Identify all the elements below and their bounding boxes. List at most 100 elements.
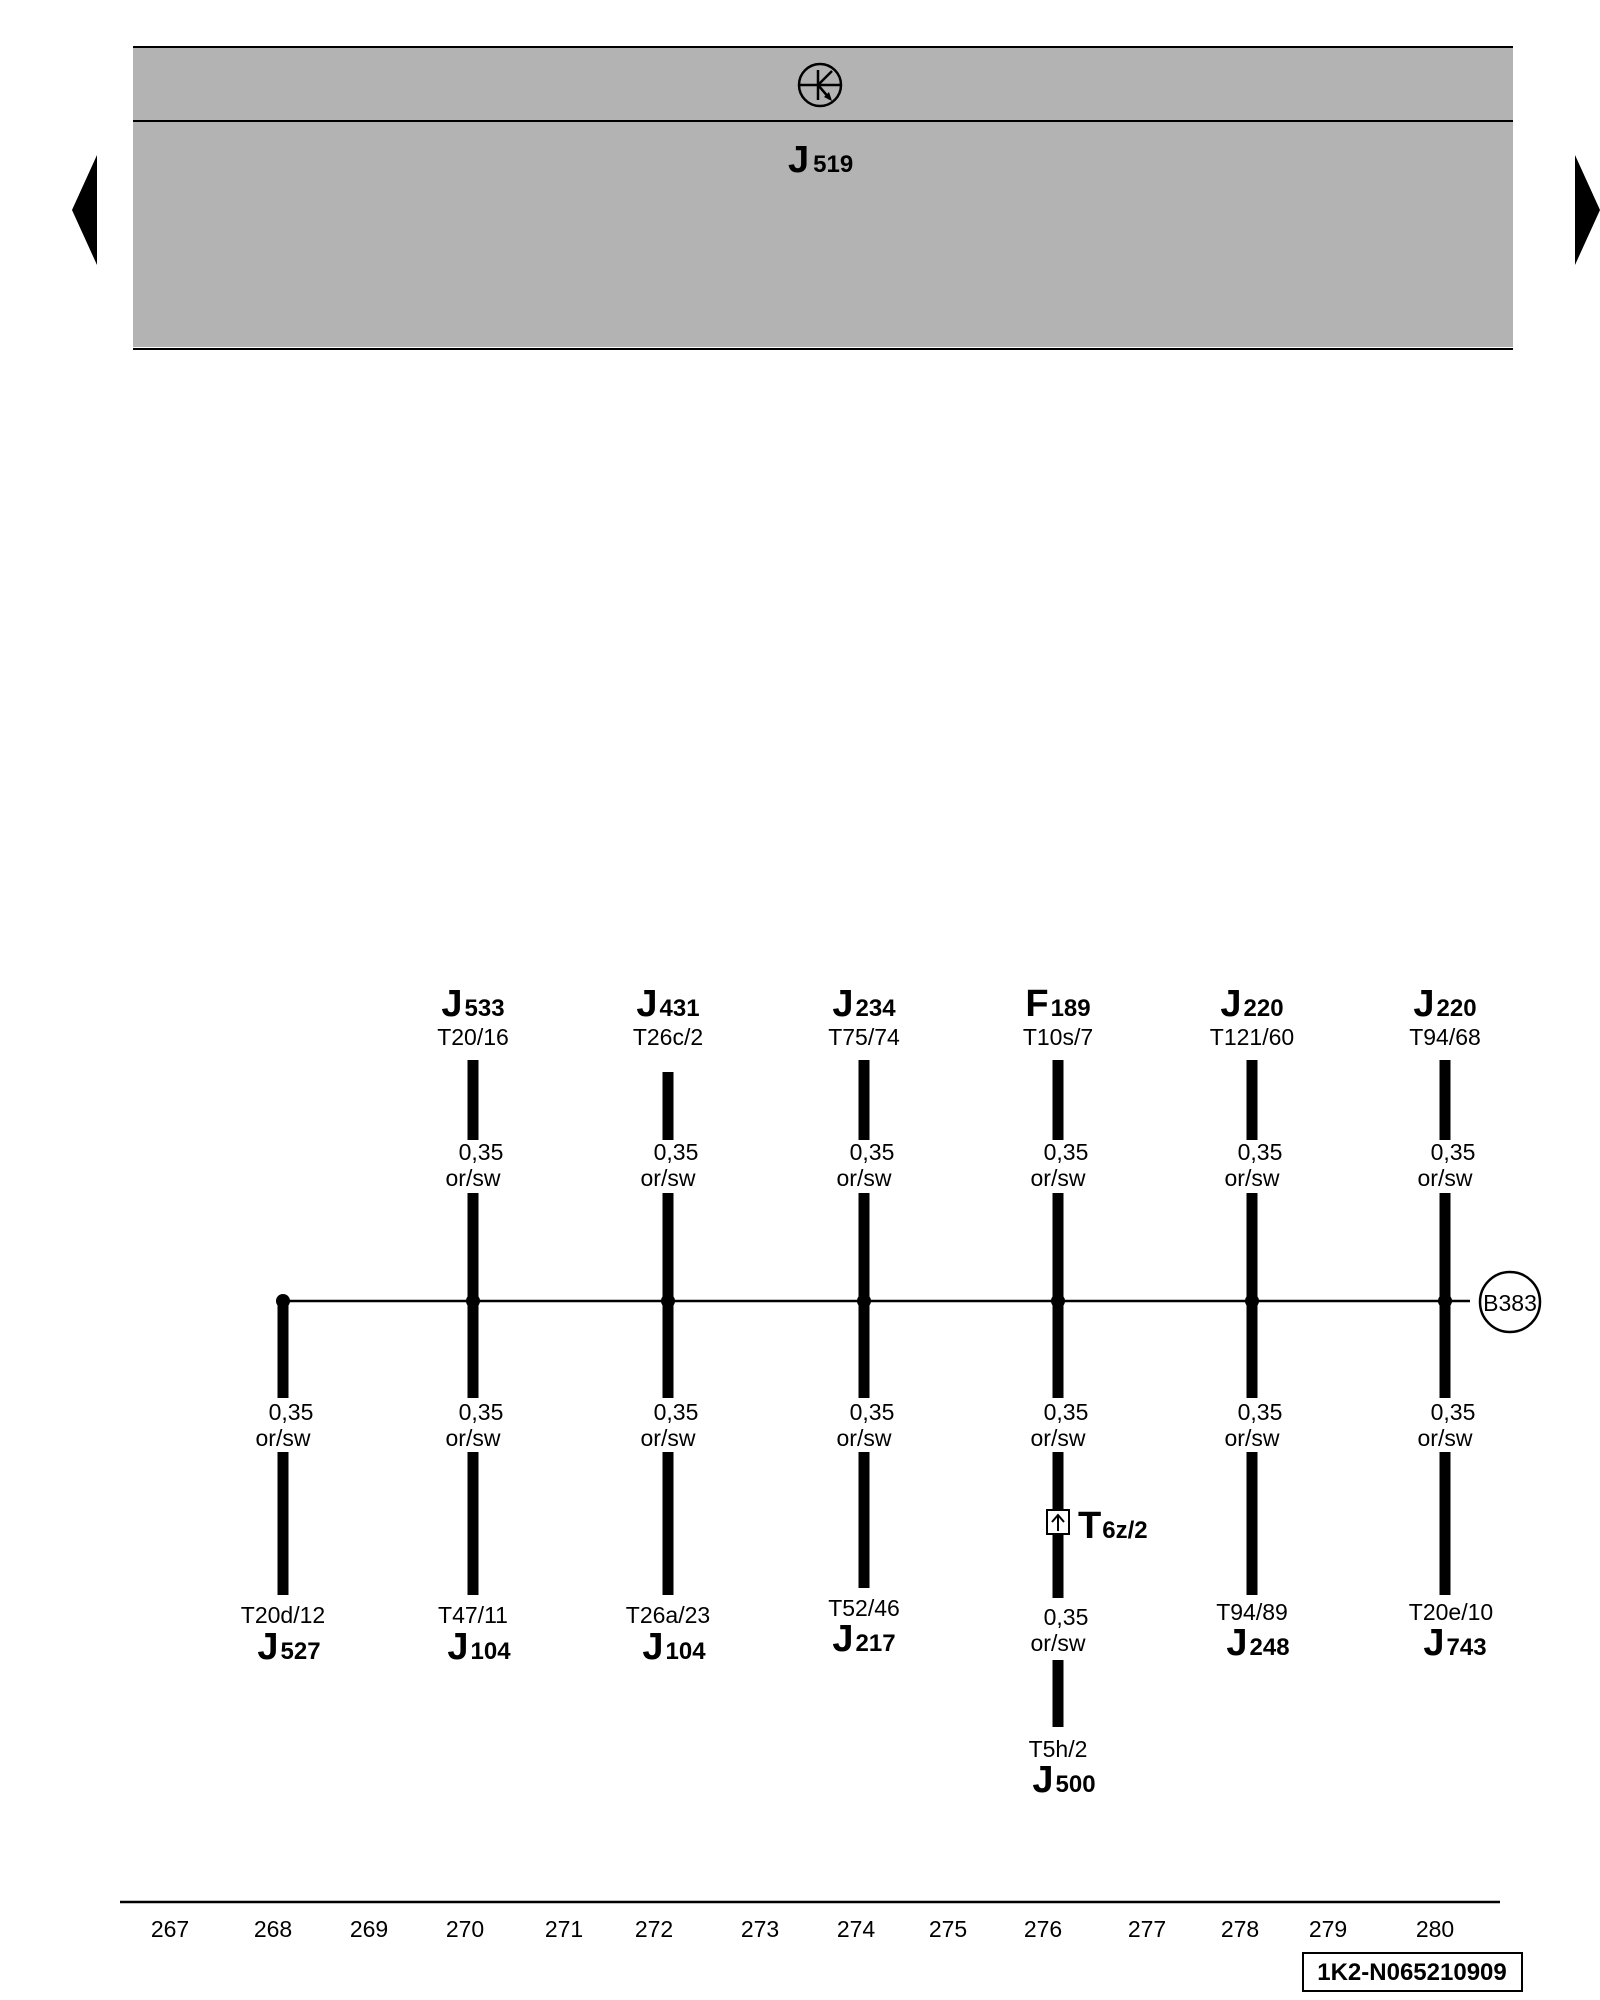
bottom-component: J743 [1423, 1622, 1486, 1664]
top-component-number: 234 [856, 995, 897, 1022]
wire-color: or/sw [641, 1165, 696, 1191]
doc-id: 1K2-N065210909 [1317, 1959, 1506, 1986]
wire-color: or/sw [641, 1425, 696, 1451]
track-number: 280 [1416, 1916, 1454, 1942]
bottom-component: J104 [447, 1626, 511, 1668]
wire-size: 0,35 [459, 1399, 504, 1425]
track-number: 267 [151, 1916, 189, 1942]
connector-arrow-icon [1046, 1509, 1070, 1535]
top-component: J220 [1220, 983, 1283, 1025]
wires-layer [276, 1060, 1452, 1727]
top-component-number: 431 [660, 995, 700, 1022]
track-number: 277 [1128, 1916, 1166, 1942]
bottom-component-letter: J [1032, 1759, 1053, 1801]
bottom-component-letter: J [832, 1618, 853, 1660]
track-number: 275 [929, 1916, 967, 1942]
top-component: J431 [636, 983, 699, 1025]
wire-size: 0,35 [1238, 1139, 1283, 1165]
top-component-number: 533 [465, 995, 505, 1022]
wire-size: 0,35 [269, 1399, 314, 1425]
bottom-pin: T5h/2 [1029, 1736, 1088, 1762]
labels-layer: J533T20/160,35or/swJ431T26c/20,35or/swJ2… [241, 983, 1493, 1801]
bottom-component-letter: J [1423, 1622, 1444, 1664]
triangle-left-icon[interactable] [72, 155, 97, 265]
top-component-letter: J [636, 983, 657, 1025]
inline-connector-number: 6z/2 [1102, 1517, 1147, 1544]
track-number: 269 [350, 1916, 388, 1942]
top-pin: T94/68 [1409, 1024, 1481, 1050]
bus-connector-label: B383 [1483, 1290, 1537, 1316]
top-component-letter: J [441, 983, 462, 1025]
top-component: F189 [1025, 983, 1090, 1025]
top-pin: T10s/7 [1023, 1024, 1093, 1050]
bottom-component-number: 500 [1056, 1771, 1096, 1798]
wire-size: 0,35 [1238, 1399, 1283, 1425]
wire-color: or/sw [1031, 1630, 1086, 1656]
wire-color: or/sw [1225, 1425, 1280, 1451]
bottom-component-number: 104 [666, 1638, 707, 1665]
bottom-component-number: 527 [281, 1638, 321, 1665]
bottom-component-number: 248 [1250, 1634, 1290, 1661]
bottom-component: J248 [1226, 1622, 1289, 1664]
top-component-letter: F [1025, 983, 1048, 1025]
top-component: J533 [441, 983, 504, 1025]
wire-size: 0,35 [1431, 1139, 1476, 1165]
top-component: J234 [832, 983, 896, 1025]
bottom-pin: T20e/10 [1409, 1599, 1493, 1625]
wire-size: 0,35 [459, 1139, 504, 1165]
top-pin: T75/74 [828, 1024, 900, 1050]
header-panel [133, 46, 1513, 350]
top-pin: T26c/2 [633, 1024, 703, 1050]
triangle-right-icon[interactable] [1575, 155, 1600, 265]
bottom-component: J527 [257, 1626, 320, 1668]
bottom-pin: T26a/23 [626, 1602, 710, 1628]
track-number: 276 [1024, 1916, 1062, 1942]
top-pin: T121/60 [1210, 1024, 1294, 1050]
wire-size: 0,35 [1044, 1604, 1089, 1630]
top-component: J220 [1413, 983, 1476, 1025]
bottom-component-letter: J [257, 1626, 278, 1668]
inline-connector-label: T6z/2 [1078, 1505, 1148, 1547]
bottom-component-letter: J [447, 1626, 468, 1668]
track-number: 272 [635, 1916, 673, 1942]
bottom-component-letter: J [642, 1626, 663, 1668]
bottom-pin: T94/89 [1216, 1599, 1288, 1625]
wire-color: or/sw [256, 1425, 311, 1451]
bottom-component-number: 217 [856, 1630, 896, 1657]
track-number: 270 [446, 1916, 484, 1942]
bottom-pin: T47/11 [438, 1602, 508, 1628]
wire-size: 0,35 [1044, 1399, 1089, 1425]
bottom-pin: T52/46 [828, 1595, 900, 1621]
wire-size: 0,35 [1044, 1139, 1089, 1165]
top-component-letter: J [1220, 983, 1241, 1025]
bottom-component-number: 743 [1447, 1634, 1487, 1661]
track-number: 274 [837, 1916, 876, 1942]
doc-id-box: 1K2-N065210909 [1302, 1952, 1523, 1992]
wire-color: or/sw [1418, 1165, 1473, 1191]
top-component-number: 220 [1437, 995, 1477, 1022]
wire-size: 0,35 [850, 1139, 895, 1165]
header-component-letter: J [788, 139, 809, 181]
bottom-pin: T20d/12 [241, 1602, 325, 1628]
circuit-earth-icon [797, 62, 843, 108]
wire-color: or/sw [837, 1425, 892, 1451]
track-number: 273 [741, 1916, 779, 1942]
wire-color: or/sw [446, 1425, 501, 1451]
wire-color: or/sw [1031, 1425, 1086, 1451]
bottom-component: J217 [832, 1618, 895, 1660]
wire-color: or/sw [1225, 1165, 1280, 1191]
wire-color: or/sw [446, 1165, 501, 1191]
wire-size: 0,35 [1431, 1399, 1476, 1425]
wire-size: 0,35 [850, 1399, 895, 1425]
top-component-letter: J [1413, 983, 1434, 1025]
bottom-component-letter: J [1226, 1622, 1247, 1664]
top-component-letter: J [832, 983, 853, 1025]
inline-connector-letter: T [1078, 1505, 1101, 1547]
wire-color: or/sw [837, 1165, 892, 1191]
bottom-component: J104 [642, 1626, 706, 1668]
wire-size: 0,35 [654, 1399, 699, 1425]
track-number: 279 [1309, 1916, 1347, 1942]
